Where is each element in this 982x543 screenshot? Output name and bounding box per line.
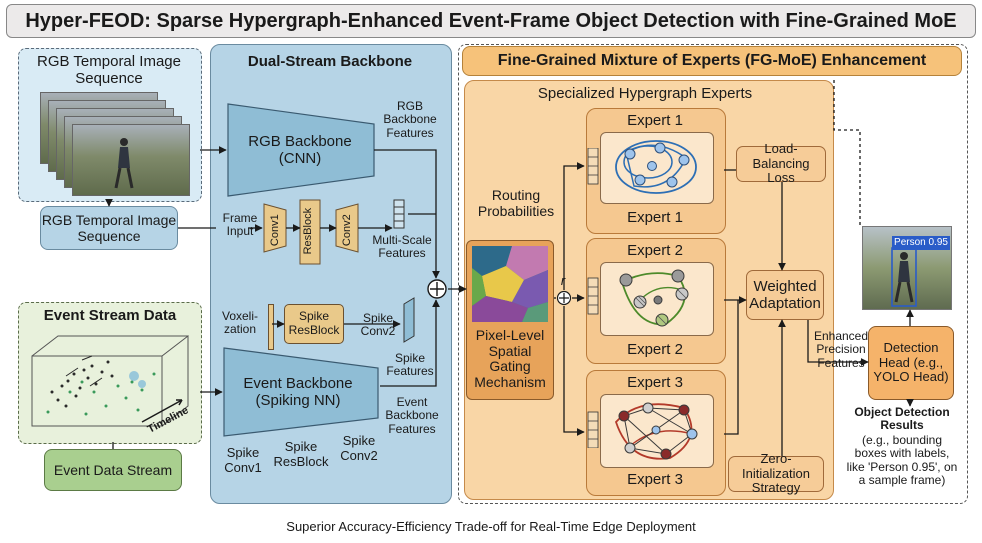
weighted-adaptation-box: Weighted Adaptation [746, 270, 824, 320]
moe-title: Fine-Grained Mixture of Experts (FG-MoE)… [497, 51, 927, 69]
person-label-tag: Person 0.95 [892, 236, 950, 250]
load-balancing-box: Load-Balancing Loss [736, 141, 826, 185]
expert-3-bottom: Expert 3 [627, 471, 683, 488]
expert-3-hypergraph [614, 402, 698, 460]
rgb-backbone-label: RGB Backbone (CNN) [248, 133, 352, 167]
event-input-panel [18, 302, 202, 444]
resblock-label: ResBlock [301, 207, 314, 255]
spike-conv2-mid-label: Spike Conv2 [360, 311, 396, 339]
zero-init-box: Zero-Initialization Strategy [728, 451, 824, 495]
results-description: (e.g., bounding boxes with labels, like … [846, 433, 958, 488]
event-panel-title: Event Stream Data [43, 307, 177, 324]
expert-2-bottom: Expert 2 [627, 341, 683, 358]
rgb-sequence-box: RGB Temporal Image Sequence [40, 206, 178, 250]
routing-label: Routing Probabilities [477, 187, 555, 219]
moe-title-bar: Fine-Grained Mixture of Experts (FG-MoE)… [462, 46, 962, 76]
backbone-title: Dual-Stream Backbone [247, 53, 413, 70]
spike-resblock-box: Spike ResBlock [284, 304, 344, 344]
expert-1-bottom: Expert 1 [627, 209, 683, 226]
expert-2-hypergraph [619, 269, 689, 327]
expert-1-hypergraph [615, 140, 697, 194]
expert-2-top: Expert 2 [627, 242, 683, 259]
voxelization-label: Voxeli- zation [221, 309, 259, 337]
gating-label: Pixel-Level Spatial Gating Mechanism [474, 327, 546, 391]
footer-text: Superior Accuracy-Efficiency Trade-off f… [286, 519, 696, 534]
results-title: Object Detection Results [854, 405, 950, 433]
event-backbone-label: Event Backbone (Spiking NN) [243, 375, 353, 409]
multiscale-label: Multi-Scale Features [372, 233, 432, 261]
bottom-spike-conv2-label: Spike Conv2 [340, 433, 378, 463]
routing-plus-icon [556, 290, 572, 306]
voxel-bar [268, 304, 274, 350]
conv2-label: Conv2 [340, 214, 353, 247]
event-data-stream-label: Event Data Stream [53, 461, 173, 478]
weighted-label: Weighted Adaptation [749, 277, 821, 312]
bottom-spike-resblock-label: Spike ResBlock [273, 439, 329, 469]
pedestrian-figure [114, 138, 134, 189]
r-label: r [560, 273, 566, 288]
event-backbone-features-label: Event Backbone Features [385, 395, 439, 436]
expert-1-top: Expert 1 [627, 112, 683, 129]
spike-resblock-mid-label: Spike ResBlock [288, 309, 340, 337]
enhanced-features-label: Enhanced Precision Features [813, 329, 869, 370]
event-data-stream-box: Event Data Stream [44, 449, 182, 491]
rgb-panel-title: RGB Temporal Image Sequence [37, 53, 181, 87]
detection-head-label: Detection Head (e.g., YOLO Head) [873, 339, 949, 385]
event-backbone-shape [223, 347, 379, 437]
detection-person-icon [891, 247, 917, 307]
page-title: Hyper-FEOD: Sparse Hypergraph-Enhanced E… [6, 4, 976, 38]
spike-features-label: Spike Features [386, 351, 434, 379]
title-text: Hyper-FEOD: Sparse Hypergraph-Enhanced E… [25, 9, 957, 32]
detection-head-box: Detection Head (e.g., YOLO Head) [868, 326, 954, 400]
event-cloud-graphic [31, 334, 189, 427]
spike-features-block [403, 297, 415, 343]
gating-heatmap [472, 246, 548, 322]
rgb-sequence-label: RGB Temporal Image Sequence [41, 211, 177, 244]
load-balancing-label: Load-Balancing Loss [752, 140, 810, 186]
expert-input-stacks [587, 148, 599, 448]
multiscale-features-stack [393, 199, 405, 229]
expert-3-top: Expert 3 [627, 374, 683, 391]
moe-outer-panel [458, 44, 968, 504]
rgb-backbone-features-label: RGB Backbone Features [383, 99, 437, 140]
zero-init-label: Zero-Initialization Strategy [742, 450, 810, 496]
bottom-spike-conv1-label: Spike Conv1 [224, 445, 262, 475]
frame-input-label: Frame Input [222, 211, 258, 239]
person-label-text: Person 0.95 [894, 237, 948, 249]
conv-blocks [263, 199, 359, 265]
fusion-plus-icon [427, 279, 447, 299]
conv1-label: Conv1 [268, 214, 281, 247]
experts-title: Specialized Hypergraph Experts [537, 85, 753, 102]
